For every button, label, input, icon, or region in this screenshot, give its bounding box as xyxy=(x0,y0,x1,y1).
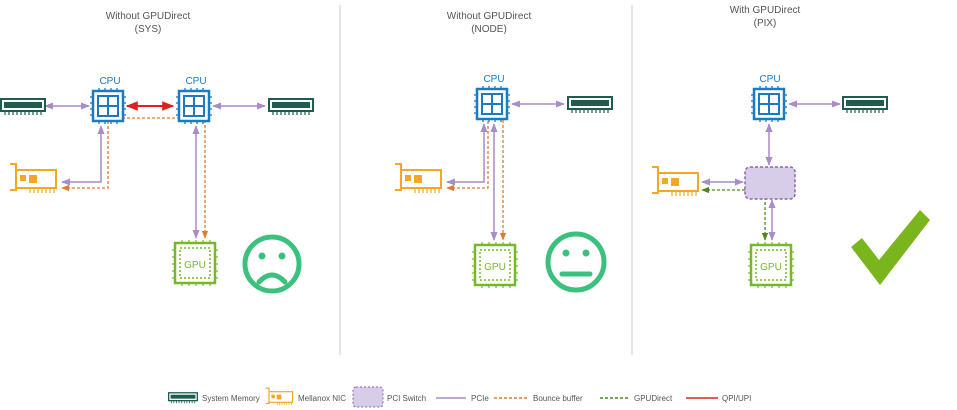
panel-pix: CPU GPU xyxy=(651,74,930,288)
system-memory-icon xyxy=(842,96,888,114)
system-memory-icon xyxy=(268,98,314,116)
cpu-label: CPU xyxy=(759,74,780,85)
cpu-icon xyxy=(90,88,126,124)
cpu-label: CPU xyxy=(99,76,120,87)
pcie-link xyxy=(61,125,105,186)
panel-title-sys: Without GPUDirect (SYS) xyxy=(106,11,191,35)
legend-nic-label: Mellanox NIC xyxy=(298,394,346,403)
panel-title-node: Without GPUDirect (NODE) xyxy=(447,11,532,35)
gpu-label: GPU xyxy=(760,262,782,273)
legend-system-memory-icon xyxy=(168,392,198,404)
legend-system-memory-label: System Memory xyxy=(202,394,260,403)
panel-title-pix: With GPUDirect (PIX) xyxy=(730,5,801,29)
gpu-label: GPU xyxy=(484,262,506,273)
panel-subtitle: (SYS) xyxy=(135,24,162,35)
nic-icon xyxy=(651,166,699,197)
legend-pci-switch-label: PCI Switch xyxy=(387,394,426,403)
cpu-label: CPU xyxy=(185,76,206,87)
gpu-label: GPU xyxy=(184,260,206,271)
pci-switch-icon xyxy=(744,166,796,200)
panel-title: Without GPUDirect xyxy=(106,11,191,22)
panel-node: CPU GPU xyxy=(394,74,613,293)
legend-nic-icon xyxy=(264,387,294,406)
cpu-label: CPU xyxy=(483,74,504,85)
panel-title: Without GPUDirect xyxy=(447,11,532,22)
legend-pci-switch-icon xyxy=(352,386,384,408)
legend-bounce-buffer-label: Bounce buffer xyxy=(533,394,583,403)
legend-qpi-label: QPI/UPI xyxy=(722,394,751,403)
panel-sys: CPU CPU GPU xyxy=(0,76,314,294)
panel-subtitle: (PIX) xyxy=(754,18,777,29)
sad-face-icon xyxy=(242,234,302,294)
legend-pcie-label: PCIe xyxy=(471,394,489,403)
cpu-icon xyxy=(751,86,787,122)
bounce-buffer-path xyxy=(61,117,209,239)
legend: System Memory Mellanox NIC PCI Switch PC… xyxy=(168,386,751,408)
checkmark-icon xyxy=(851,210,930,285)
cpu-icon xyxy=(474,86,510,122)
nic-icon xyxy=(9,163,57,194)
nic-icon xyxy=(394,163,442,194)
panel-title: With GPUDirect xyxy=(730,5,801,16)
neutral-face-icon xyxy=(545,231,607,293)
system-memory-icon xyxy=(0,98,46,116)
legend-gpudirect-label: GPUDirect xyxy=(634,394,673,403)
pcie-link xyxy=(446,123,488,186)
cpu-icon xyxy=(176,88,212,124)
system-memory-icon xyxy=(567,96,613,114)
panel-subtitle: (NODE) xyxy=(471,24,507,35)
